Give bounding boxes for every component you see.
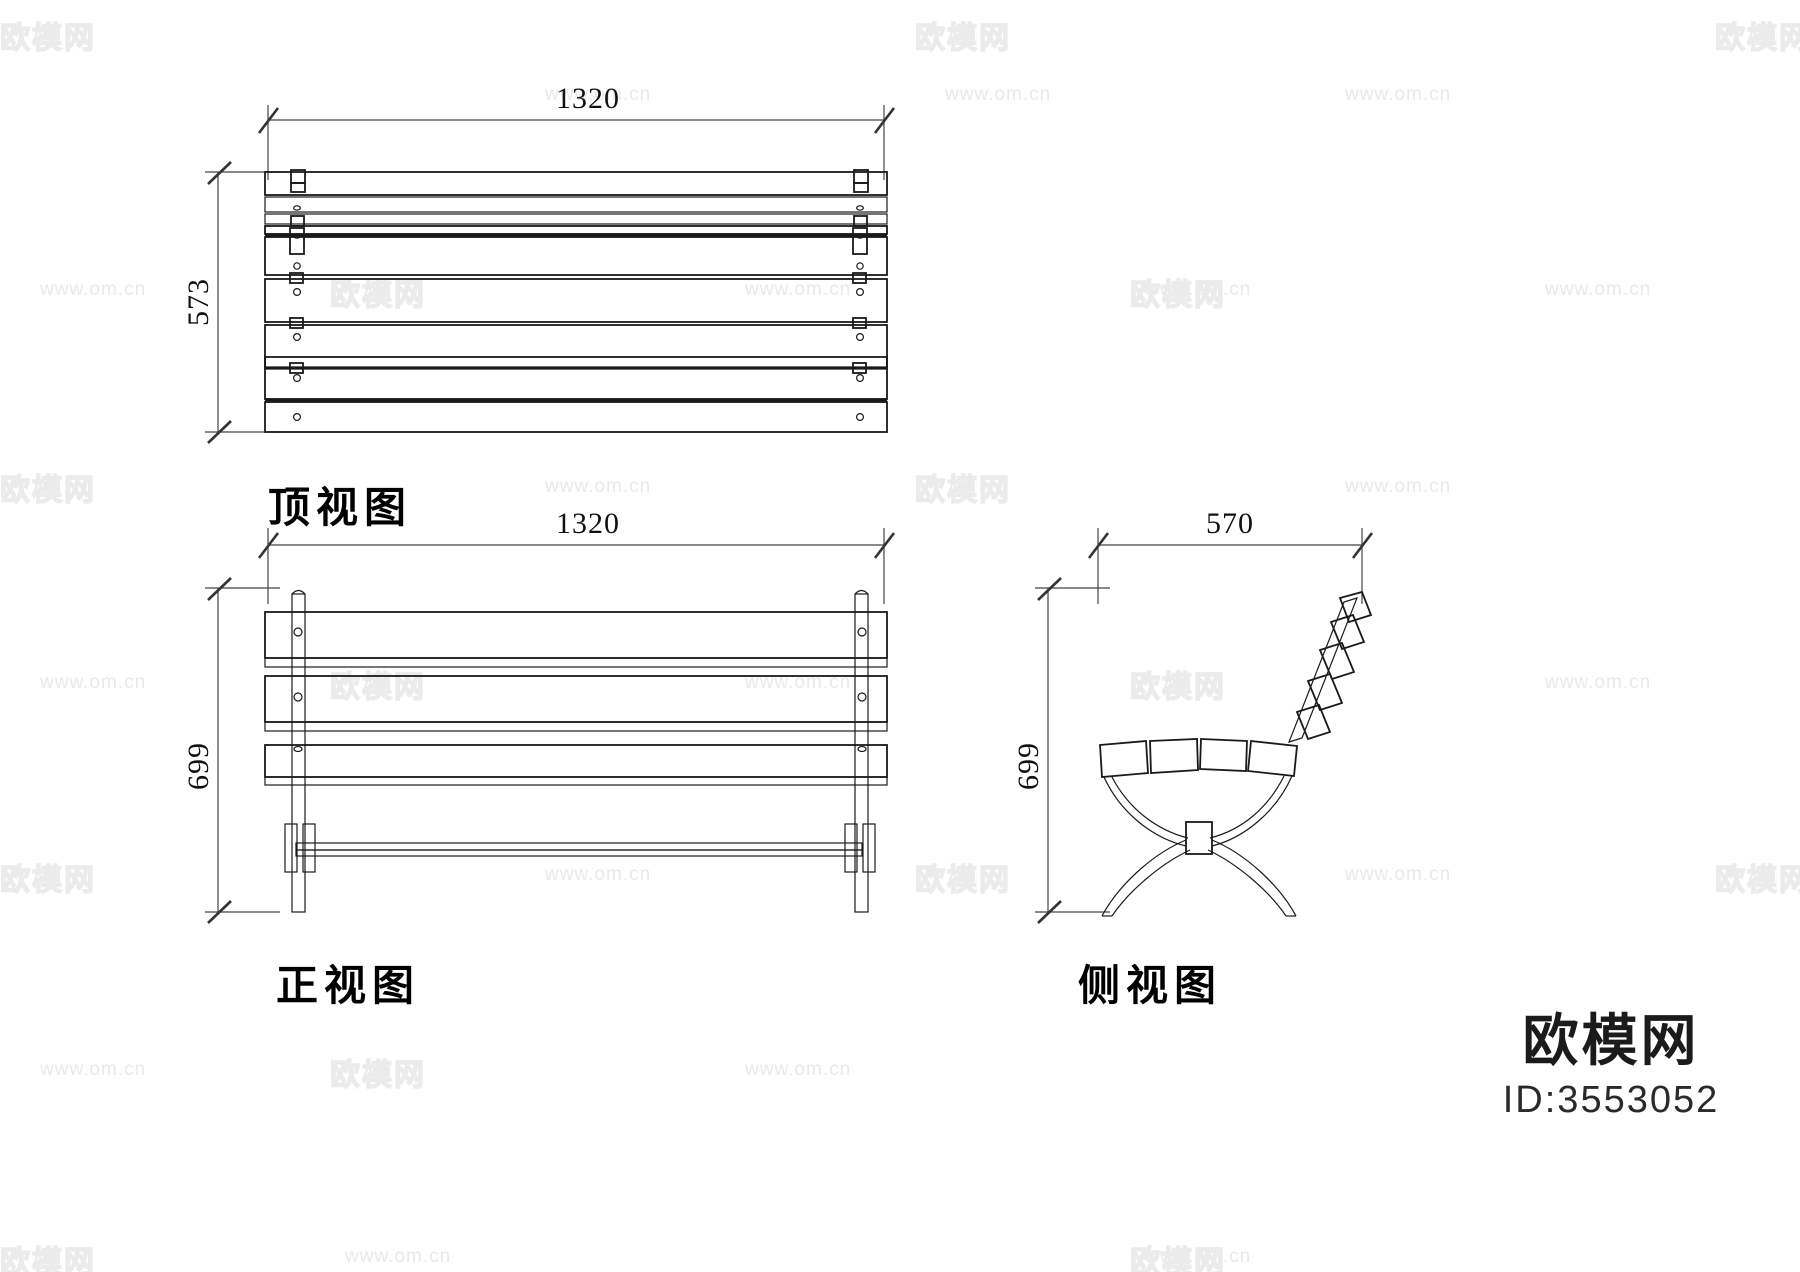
side-width-dim-text: 570 xyxy=(1206,507,1254,540)
side-width-dimension xyxy=(1087,528,1374,604)
front-stretcher-bar xyxy=(295,842,863,857)
svg-text:欧模网: 欧模网 xyxy=(0,473,96,508)
front-leg-right xyxy=(854,589,869,913)
top-slat-6 xyxy=(264,278,888,323)
svg-text:www.om.cn: www.om.cn xyxy=(1344,864,1451,885)
front-stretcher-bracket-left xyxy=(284,823,316,873)
front-leg-left xyxy=(291,589,306,913)
model-id-text: ID:3553052 xyxy=(1502,1079,1720,1121)
front-view-group xyxy=(205,528,896,924)
top-slat-1 xyxy=(264,171,888,196)
front-backrest-slat-2 xyxy=(264,675,888,732)
svg-text:欧模网: 欧模网 xyxy=(915,473,1011,508)
logo-text: 欧模网 xyxy=(1522,1008,1700,1075)
side-view-group xyxy=(1035,528,1374,924)
svg-text:欧模网: 欧模网 xyxy=(1715,21,1800,56)
svg-text:www.om.cn: www.om.cn xyxy=(1344,84,1451,105)
svg-text:欧模网: 欧模网 xyxy=(0,1245,96,1272)
front-height-dim-text: 699 xyxy=(182,742,215,790)
svg-text:欧模网: 欧模网 xyxy=(1130,670,1226,705)
svg-text:www.om.cn: www.om.cn xyxy=(744,672,851,693)
svg-text:欧模网: 欧模网 xyxy=(915,21,1011,56)
svg-text:www.om.cn: www.om.cn xyxy=(1344,476,1451,497)
front-width-dim-text: 1320 xyxy=(556,507,620,540)
side-height-dimension xyxy=(1035,577,1110,924)
svg-text:www.om.cn: www.om.cn xyxy=(1544,672,1651,693)
svg-text:www.om.cn: www.om.cn xyxy=(1144,1246,1251,1267)
svg-text:欧模网: 欧模网 xyxy=(1130,1245,1226,1272)
top-bracket-left xyxy=(289,169,306,422)
svg-text:欧模网: 欧模网 xyxy=(330,278,426,313)
svg-text:欧模网: 欧模网 xyxy=(1715,863,1800,898)
svg-text:www.om.cn: www.om.cn xyxy=(39,1059,146,1080)
svg-text:www.om.cn: www.om.cn xyxy=(39,672,146,693)
top-slat-4 xyxy=(264,225,888,237)
svg-text:欧模网: 欧模网 xyxy=(0,21,96,56)
top-view-group xyxy=(205,105,896,444)
front-width-dimension xyxy=(257,528,896,604)
top-view-label: 顶视图 xyxy=(268,483,412,532)
svg-text:www.om.cn: www.om.cn xyxy=(744,279,851,300)
svg-text:欧模网: 欧模网 xyxy=(0,863,96,898)
svg-text:www.om.cn: www.om.cn xyxy=(1144,279,1251,300)
top-slat-7 xyxy=(264,324,888,370)
svg-text:www.om.cn: www.om.cn xyxy=(39,279,146,300)
side-backrest-slats xyxy=(1287,590,1373,743)
side-view-label: 侧视图 xyxy=(1078,961,1222,1010)
svg-text:www.om.cn: www.om.cn xyxy=(944,84,1051,105)
top-slat-2 xyxy=(264,196,888,213)
svg-text:www.om.cn: www.om.cn xyxy=(544,864,651,885)
top-slat-8 xyxy=(264,356,888,400)
side-leg-structure xyxy=(1101,775,1297,917)
svg-text:www.om.cn: www.om.cn xyxy=(1544,279,1651,300)
front-backrest-slat-1 xyxy=(264,611,888,668)
top-width-dimension xyxy=(257,105,896,180)
svg-text:欧模网: 欧模网 xyxy=(915,863,1011,898)
svg-text:www.om.cn: www.om.cn xyxy=(544,476,651,497)
side-seat-slats xyxy=(1099,738,1298,778)
svg-text:www.om.cn: www.om.cn xyxy=(744,1059,851,1080)
svg-text:欧模网: 欧模网 xyxy=(330,1058,426,1093)
side-height-dim-text: 699 xyxy=(1012,742,1045,790)
site-logo-block: 欧模网 ID:3553052 xyxy=(1436,1010,1786,1122)
front-height-dimension xyxy=(205,577,280,924)
svg-text:欧模网: 欧模网 xyxy=(1130,278,1226,313)
front-view-label: 正视图 xyxy=(276,961,420,1010)
top-width-dim-text: 1320 xyxy=(556,82,620,115)
top-slat-9 xyxy=(264,398,888,433)
front-seat-slat xyxy=(264,744,888,786)
top-bracket-right xyxy=(852,169,869,422)
svg-text:www.om.cn: www.om.cn xyxy=(544,84,651,105)
top-slat-3 xyxy=(264,213,888,225)
svg-text:www.om.cn: www.om.cn xyxy=(344,1246,451,1267)
top-depth-dim-text: 573 xyxy=(182,278,215,326)
front-stretcher-bracket-right xyxy=(844,823,876,873)
top-slat-5 xyxy=(264,236,888,276)
watermark-layer: www.om.cn www.om.cn www.om.cn www.om.cn … xyxy=(0,20,1800,1272)
